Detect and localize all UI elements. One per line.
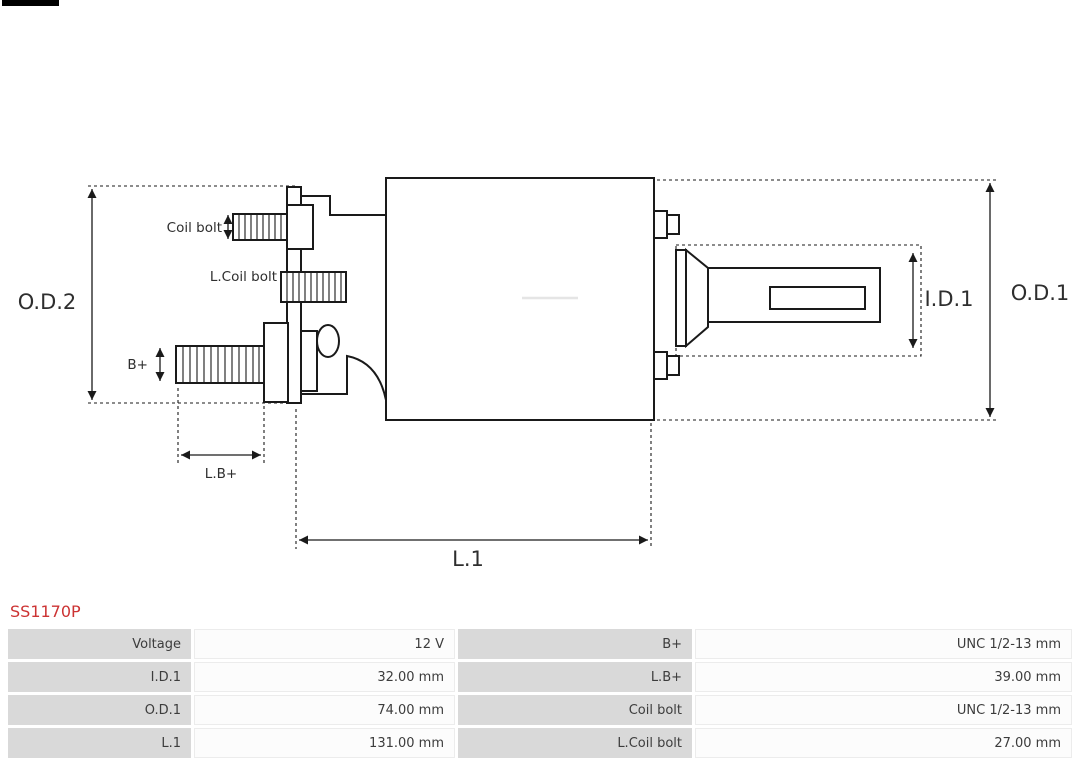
dim-label-b-plus: B+ bbox=[127, 357, 148, 373]
spec-value: 39.00 mm bbox=[695, 662, 1072, 692]
product-code: SS1170P bbox=[10, 602, 81, 621]
dim-label-l-coil-bolt: L.Coil bolt bbox=[210, 269, 277, 285]
spec-label: O.D.1 bbox=[8, 695, 191, 725]
spec-label: L.1 bbox=[8, 728, 191, 758]
b-plus-thread-hatch bbox=[182, 347, 260, 382]
dim-id1: I.D.1 bbox=[675, 244, 974, 357]
dim-label-od2: O.D.2 bbox=[18, 290, 77, 314]
spec-value: 12 V bbox=[194, 629, 455, 659]
spec-value: 27.00 mm bbox=[695, 728, 1072, 758]
spec-label: B+ bbox=[458, 629, 692, 659]
spec-value: 74.00 mm bbox=[194, 695, 455, 725]
id1-extension-box bbox=[675, 244, 922, 357]
thread-block-hatch bbox=[286, 273, 342, 301]
spec-value: UNC 1/2-13 mm bbox=[695, 695, 1072, 725]
dim-od1: O.D.1 bbox=[657, 179, 1070, 421]
dim-coil-bolt: Coil bolt bbox=[167, 215, 233, 239]
coil-bolt-thread-hatch bbox=[238, 215, 282, 239]
spec-value: 32.00 mm bbox=[194, 662, 455, 692]
spec-label: Coil bolt bbox=[458, 695, 692, 725]
dim-label-l1: L.1 bbox=[452, 547, 484, 571]
b-plus-washer bbox=[300, 330, 318, 392]
plunger-cone bbox=[685, 247, 709, 349]
dim-l1: L.1 bbox=[295, 409, 652, 571]
dim-b-plus: B+ bbox=[127, 348, 165, 381]
dim-label-id1: I.D.1 bbox=[924, 287, 973, 311]
spec-table: Voltage 12 V B+ UNC 1/2-13 mm I.D.1 32.0… bbox=[8, 629, 1072, 758]
spec-label: I.D.1 bbox=[8, 662, 191, 692]
product-diagram: O.D.2 O.D.1 I.D.1 L.1 L.B+ bbox=[18, 177, 1070, 571]
b-plus-nut bbox=[263, 322, 289, 403]
spec-label: Voltage bbox=[8, 629, 191, 659]
dim-label-coil-bolt: Coil bolt bbox=[167, 220, 222, 236]
coil-bolt-thread-block bbox=[280, 271, 347, 303]
dim-od2: O.D.2 bbox=[18, 185, 296, 404]
b-plus-stud bbox=[175, 345, 265, 384]
plunger-slot bbox=[769, 286, 866, 310]
plunger-collar bbox=[675, 249, 687, 347]
coil-bolt-stud bbox=[232, 213, 288, 241]
lower-terminal-nub bbox=[666, 355, 680, 376]
solenoid-body bbox=[385, 177, 655, 421]
dim-label-lb-plus: L.B+ bbox=[205, 466, 237, 482]
spec-value: 131.00 mm bbox=[194, 728, 455, 758]
coil-bolt-base bbox=[286, 204, 314, 250]
upper-terminal-tab bbox=[653, 210, 668, 239]
b-plus-end-cap bbox=[316, 324, 340, 358]
spec-value: UNC 1/2-13 mm bbox=[695, 629, 1072, 659]
upper-terminal-nub bbox=[666, 214, 680, 235]
dim-l-coil-bolt: L.Coil bolt bbox=[210, 269, 277, 285]
spec-label: L.B+ bbox=[458, 662, 692, 692]
spec-label: L.Coil bolt bbox=[458, 728, 692, 758]
lower-terminal-tab bbox=[653, 351, 668, 380]
solenoid-drawing bbox=[175, 177, 881, 421]
brand-mark bbox=[2, 0, 59, 6]
dim-label-od1: O.D.1 bbox=[1011, 281, 1070, 305]
dim-lb-plus: L.B+ bbox=[177, 388, 265, 482]
